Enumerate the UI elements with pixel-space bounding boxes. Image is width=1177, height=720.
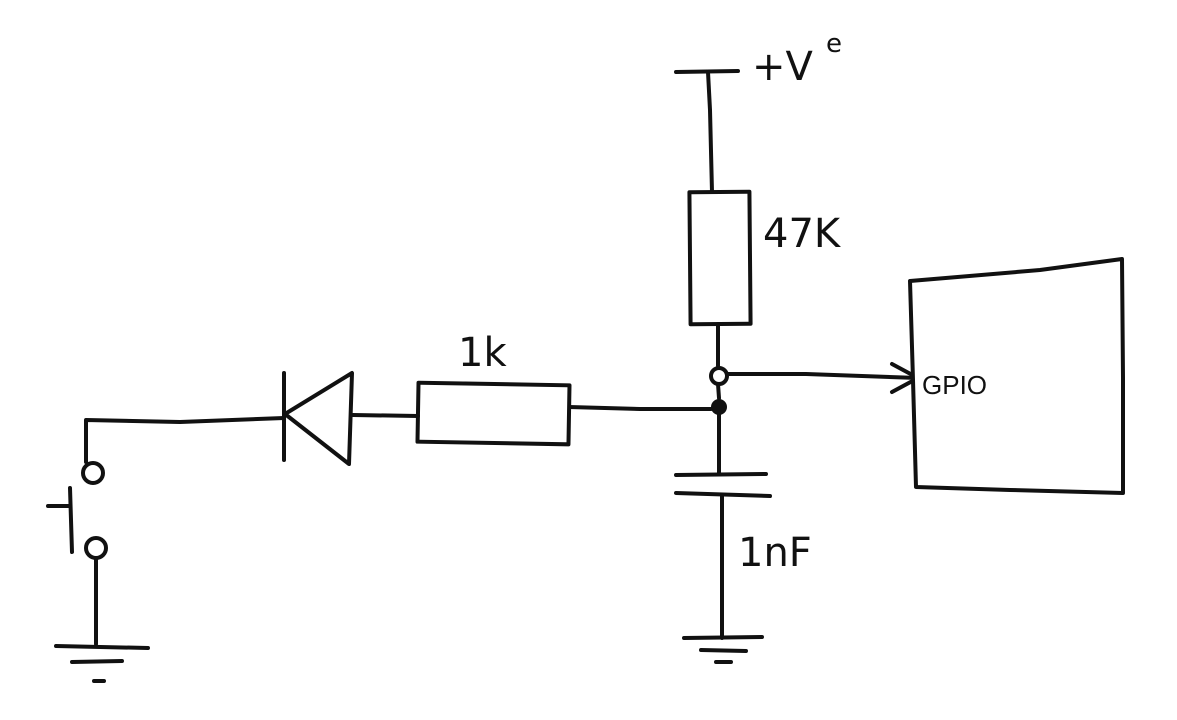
diode — [282, 371, 354, 466]
pullup-resistor-label: 47K — [763, 211, 842, 257]
pullup-resistor — [687, 189, 753, 327]
capacitor-label: 1nF — [738, 530, 812, 576]
diode-to-switch-wire — [84, 416, 286, 464]
supply-label: +V — [752, 44, 814, 90]
supply-label-superscript: e — [826, 29, 842, 59]
series-resistor-label: 1k — [458, 330, 507, 376]
resistor-to-diode-wire — [351, 413, 420, 418]
gpio-pin-label: GPIO — [922, 370, 987, 400]
switch-ground-symbol — [54, 644, 150, 683]
capacitor-ground-symbol — [682, 635, 764, 664]
gpio-arrow — [725, 362, 920, 394]
series-resistor — [415, 380, 572, 447]
supply-terminal — [674, 69, 740, 194]
node-wire — [716, 322, 721, 476]
node-to-resistor-wire — [567, 405, 713, 411]
microcontroller-block — [908, 257, 1125, 495]
push-button-switch — [46, 461, 108, 560]
node-junction — [711, 399, 727, 415]
capacitor — [674, 472, 772, 640]
gpio-tap-junction — [709, 366, 729, 386]
